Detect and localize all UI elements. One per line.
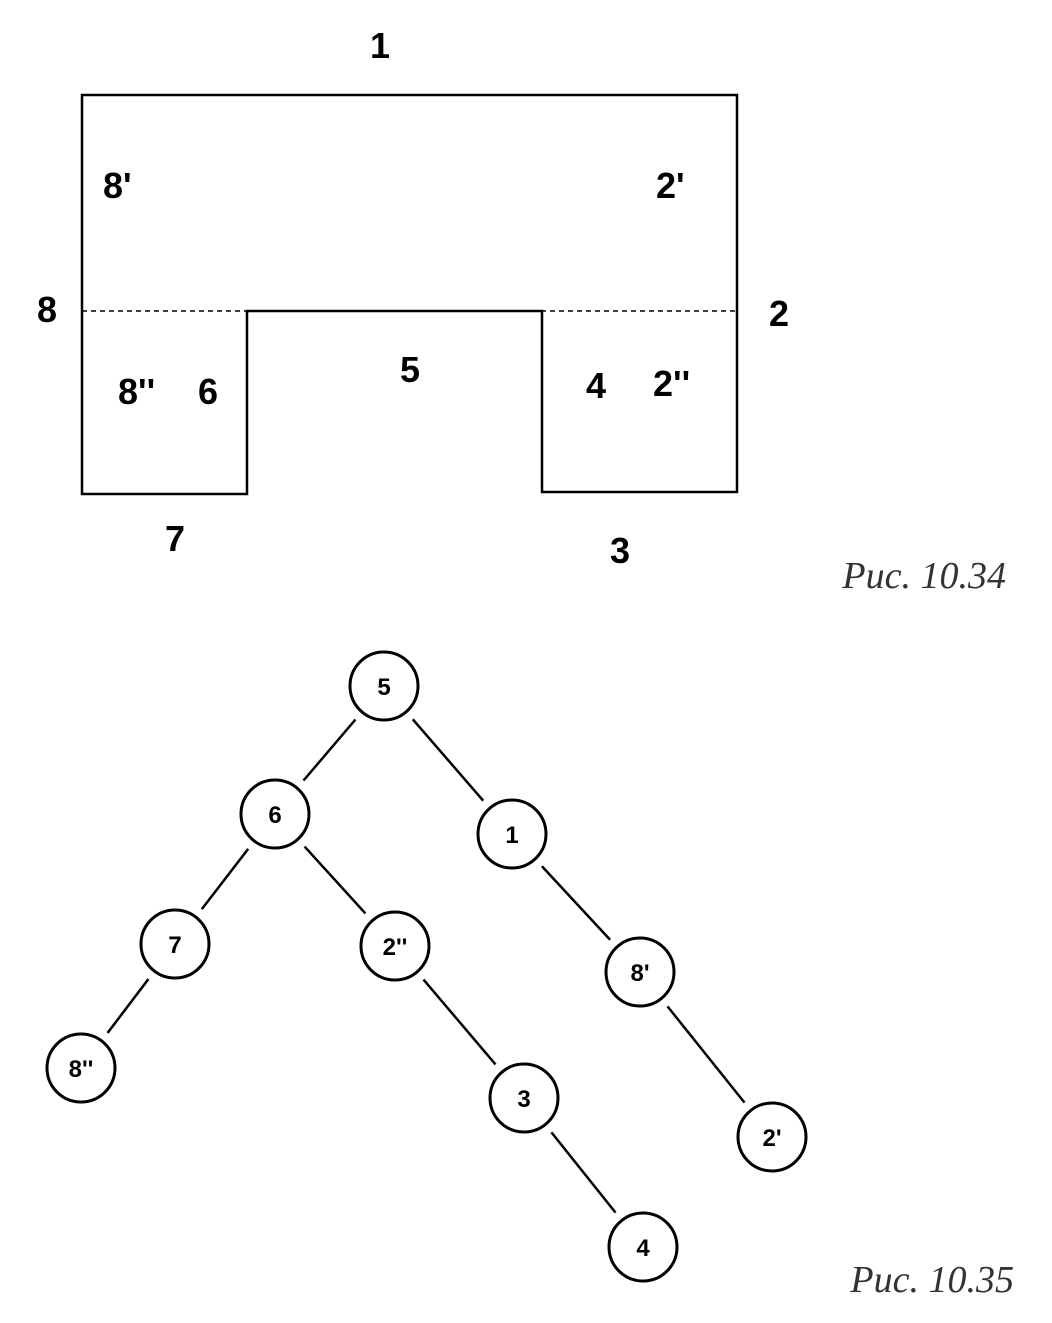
part-label-8-double-prime: 8'' [118,371,155,412]
tree-node-circle [604,936,676,1008]
edge-label-2: 2 [769,293,789,334]
tree-node-label: 8'' [69,1056,94,1083]
tree-node-label: 5 [377,674,390,701]
caption-fig-10-35: Рис. 10.35 [849,1259,1014,1301]
tree-node-label: 4 [636,1235,650,1262]
tree-node-n4: 4 [607,1211,679,1283]
tree-node-circle [607,1211,679,1283]
tree-node-label: 3 [517,1086,530,1113]
tree-node-circle [239,778,311,850]
polygon-outline [80,93,739,496]
tree-node-n7: 7 [139,908,211,980]
tree-edge-n2pp-n3 [422,978,497,1066]
tree-edge-n5-n6 [302,718,357,782]
tree-edge-n7-n8pp [106,978,150,1034]
edge-label-4: 4 [586,365,606,406]
tree-node-circle [476,798,548,870]
part-label-2-prime: 2' [656,165,685,206]
part-label-8-prime: 8' [103,165,132,206]
figure-10-34: 1 2 3 4 5 6 7 8 8' 2' 8'' 2'' Рис. 10.34 [37,25,1006,597]
edge-label-5: 5 [400,349,420,390]
caption-fig-10-34: Рис. 10.34 [841,555,1006,597]
tree-node-label: 1 [505,822,518,849]
tree-node-circle [348,650,420,722]
tree-edge-n5-n1 [411,718,485,802]
tree-node-circle [45,1032,117,1104]
tree-node-circle [139,908,211,980]
edge-label-8: 8 [37,289,57,330]
tree-edge-n3-n4 [550,1131,617,1214]
tree-edge-n8p-n2p [666,1005,746,1104]
tree-node-n6: 6 [239,778,311,850]
tree-node-n8pp: 8'' [45,1032,117,1104]
edge-label-6: 6 [198,371,218,412]
tree-node-circle [488,1062,560,1134]
tree-edge-n6-n2pp [303,845,367,915]
tree-node-n8p: 8' [604,936,676,1008]
tree-node-n5: 5 [348,650,420,722]
tree-node-label: 7 [168,932,181,959]
tree-node-circle [359,910,431,982]
figure-10-35: 5 6 1 7 2'' 8' 8'' 3 2' 4 Рис. 10.35 [45,650,1014,1301]
edge-label-1: 1 [370,25,390,66]
tree-nodes: 5 6 1 7 2'' 8' 8'' 3 2' 4 [45,650,808,1283]
tree-node-n2p: 2' [736,1101,808,1173]
edge-label-3: 3 [610,530,630,571]
tree-node-label: 6 [268,802,281,829]
tree-node-label: 2'' [383,934,408,961]
tree-node-label: 8' [630,960,649,987]
tree-node-label: 2' [762,1125,781,1152]
edge-label-7: 7 [165,518,185,559]
tree-node-n2pp: 2'' [359,910,431,982]
tree-node-circle [736,1101,808,1173]
tree-edge-n6-n7 [200,848,250,910]
part-label-2-double-prime: 2'' [653,363,690,404]
tree-edges [106,718,746,1214]
tree-edge-n1-n8p [541,865,611,941]
tree-node-n1: 1 [476,798,548,870]
tree-node-n3: 3 [488,1062,560,1134]
